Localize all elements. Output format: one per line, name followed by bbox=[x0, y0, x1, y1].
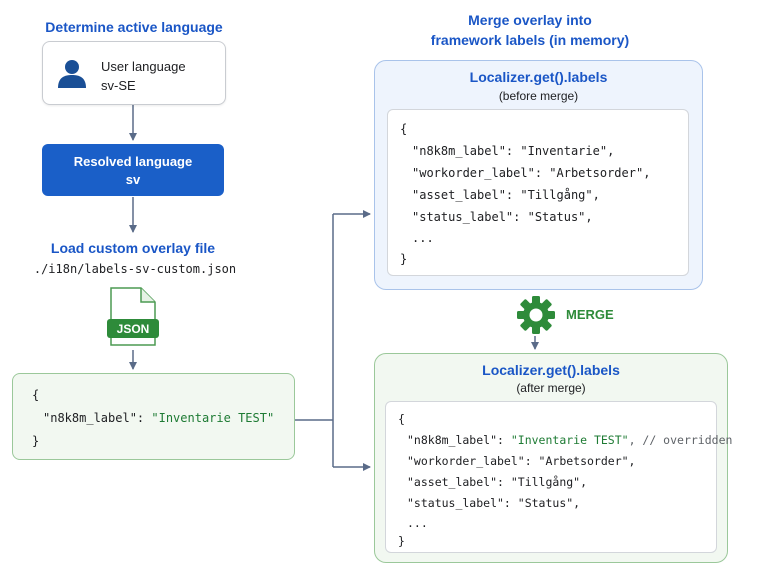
code-line: } bbox=[398, 534, 405, 548]
overlay-json-code: { "n8k8m_label": "Inventarie TEST" } bbox=[12, 373, 295, 460]
json-file-icon: JSON bbox=[107, 287, 159, 346]
code-line: "workorder_label": "Arbetsorder", bbox=[407, 454, 636, 468]
code-line: } bbox=[400, 252, 408, 266]
code-line: "asset_label": "Tillgång", bbox=[412, 188, 600, 202]
code-line: ... bbox=[412, 231, 434, 245]
json-file-badge: JSON bbox=[117, 322, 150, 336]
step-determine-language-title: Determine active language bbox=[45, 19, 223, 35]
code-line: "asset_label": "Tillgång", bbox=[407, 475, 588, 489]
code-key: "n8k8m_label": bbox=[407, 433, 511, 447]
code-line: { bbox=[398, 412, 405, 426]
after-merge-panel: Localizer.get().labels (after merge) { "… bbox=[374, 353, 732, 563]
gear-icon bbox=[517, 296, 555, 334]
resolved-language-box: Resolved language sv bbox=[42, 144, 224, 196]
after-panel-title: Localizer.get().labels bbox=[482, 362, 620, 378]
user-language-text: User language sv-SE bbox=[101, 57, 186, 95]
code-line-override: "n8k8m_label": "Inventarie TEST" bbox=[43, 411, 274, 425]
after-panel-subtitle: (after merge) bbox=[516, 381, 586, 395]
code-key: "n8k8m_label": bbox=[43, 411, 152, 425]
code-line: ... bbox=[407, 516, 428, 530]
code-line: "n8k8m_label": "Inventarie", bbox=[412, 144, 615, 158]
merge-title-line1: Merge overlay into bbox=[468, 12, 592, 28]
user-language-label: User language bbox=[101, 59, 186, 74]
before-panel-title: Localizer.get().labels bbox=[469, 69, 608, 85]
code-value: "Inventarie TEST" bbox=[151, 411, 275, 425]
before-panel-subtitle: (before merge) bbox=[498, 89, 579, 103]
code-overridden-value: "Inventarie TEST" bbox=[510, 433, 629, 447]
merge-title-line2: framework labels (in memory) bbox=[430, 32, 630, 48]
before-labels-code: { "n8k8m_label": "Inventarie", "workorde… bbox=[387, 109, 689, 276]
step-load-overlay-title: Load custom overlay file bbox=[50, 240, 216, 256]
user-language-box: User language sv-SE bbox=[42, 41, 226, 105]
code-close-brace: } bbox=[32, 434, 40, 448]
before-merge-panel: Localizer.get().labels (before merge) { … bbox=[374, 60, 703, 290]
person-icon bbox=[58, 60, 86, 88]
code-line: "workorder_label": "Arbetsorder", bbox=[412, 166, 651, 180]
code-line: "status_label": "Status", bbox=[407, 496, 581, 510]
code-line: { bbox=[400, 122, 408, 136]
code-line-overridden: "n8k8m_label": "Inventarie TEST", // ove… bbox=[407, 433, 732, 447]
code-open-brace: { bbox=[32, 388, 40, 402]
overlay-file-path: ./i18n/labels-sv-custom.json bbox=[33, 262, 237, 276]
code-line: "status_label": "Status", bbox=[412, 210, 593, 224]
resolved-language-label: Resolved language bbox=[73, 154, 193, 169]
code-comment: , // overridden bbox=[628, 433, 733, 447]
resolved-language-value: sv bbox=[125, 172, 141, 187]
merge-label: MERGE bbox=[566, 307, 614, 322]
step-merge-title: Merge overlay into framework labels (in … bbox=[410, 10, 650, 50]
after-labels-code: { "n8k8m_label": "Inventarie TEST", // o… bbox=[385, 401, 732, 553]
user-language-value: sv-SE bbox=[101, 78, 136, 93]
